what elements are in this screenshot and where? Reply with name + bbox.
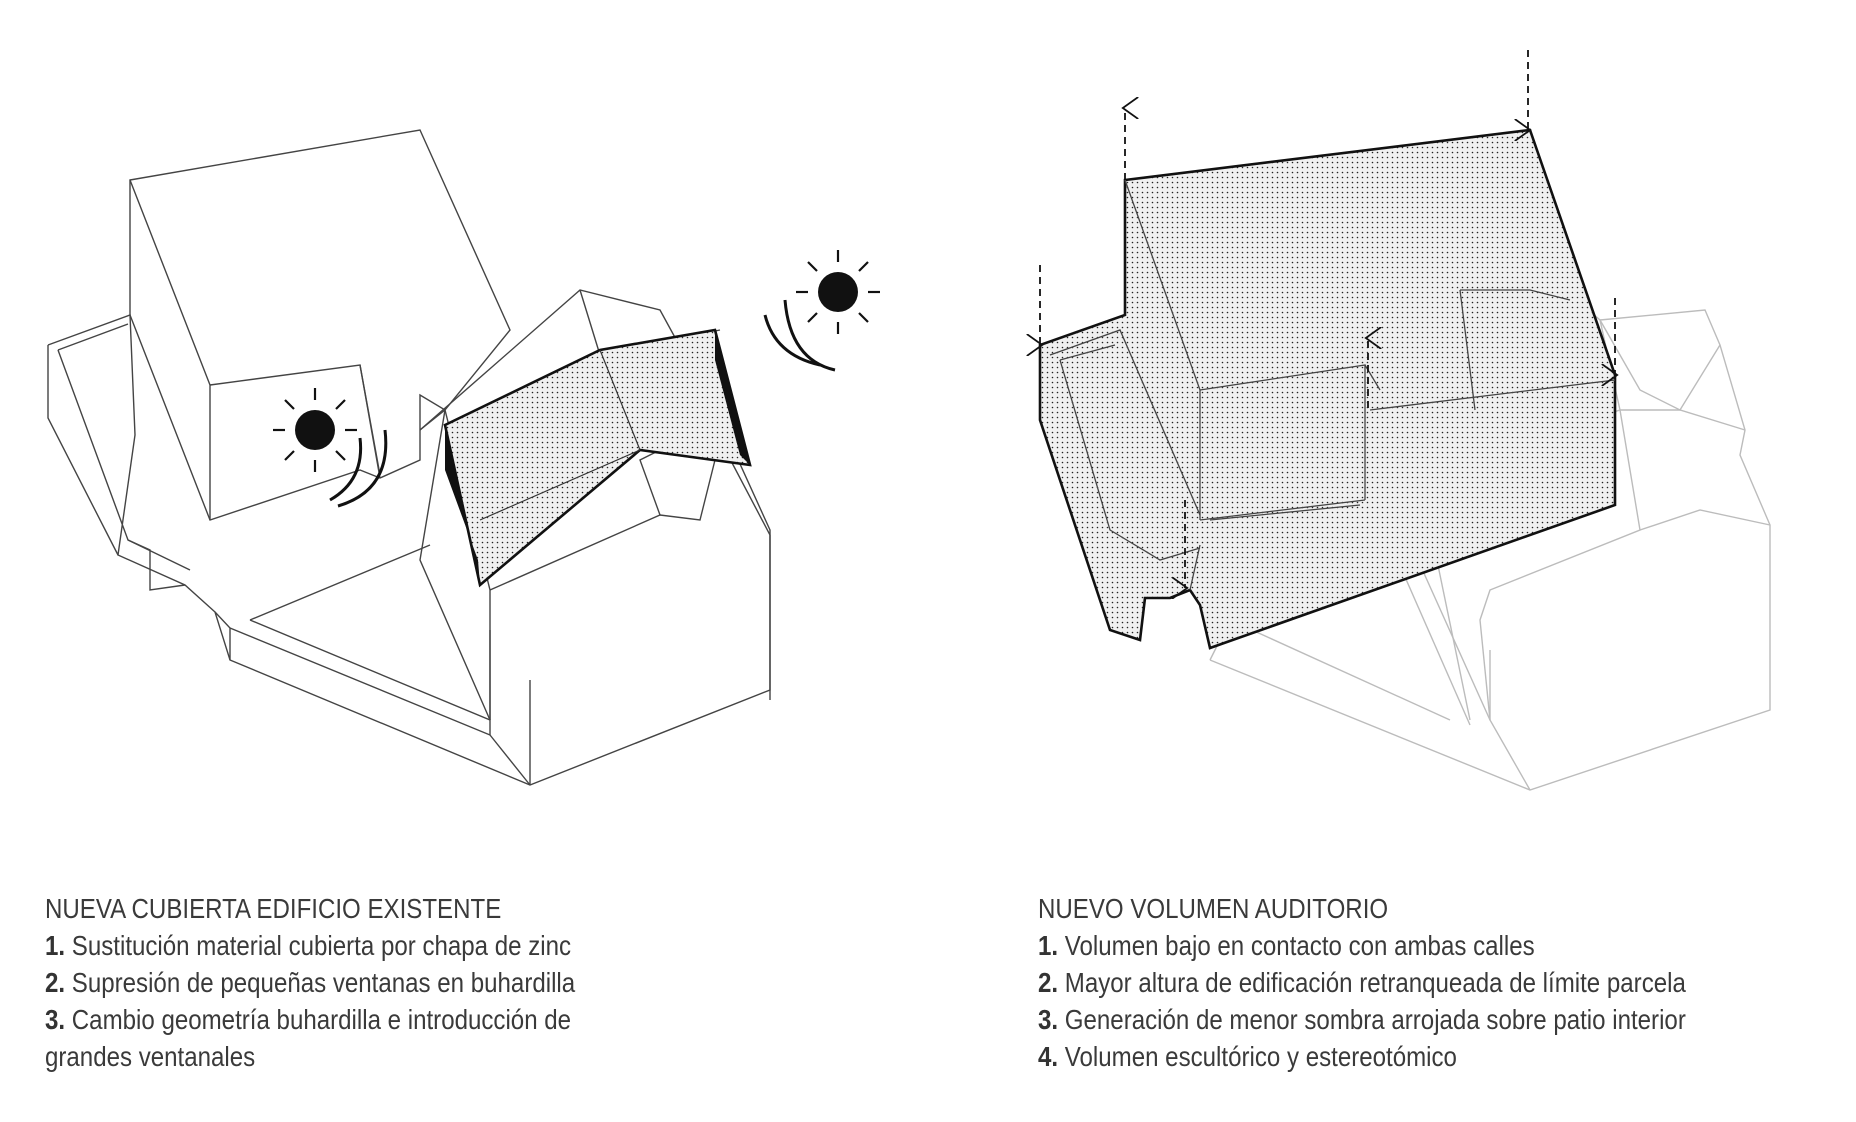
right-caption: NUEVO VOLUMEN AUDITORIO 1. Volumen bajo …	[1038, 890, 1686, 1075]
right-caption-title: NUEVO VOLUMEN AUDITORIO	[1038, 893, 1389, 924]
tall-block	[129, 129, 511, 521]
list-item: 3. Generación de menor sombra arrojada s…	[1038, 1004, 1686, 1035]
existing-building-diagram	[47, 129, 771, 786]
sound-wave-icon	[329, 429, 388, 508]
sound-wave-icon	[763, 299, 836, 372]
height-arrows	[1040, 50, 1615, 588]
list-item: 2. Supresión de pequeñas ventanas en buh…	[45, 967, 576, 998]
left-caption: NUEVA CUBIERTA EDIFICIO EXISTENTE 1. Sus…	[45, 890, 575, 1075]
list-item: 2. Mayor altura de edificación retranque…	[1038, 967, 1686, 998]
list-item: 4. Volumen escultórico y estereotómico	[1038, 1041, 1457, 1072]
list-item-continuation: grandes ventanales	[45, 1041, 256, 1072]
list-item: 1. Volumen bajo en contacto con ambas ca…	[1038, 930, 1535, 961]
sun-icon	[273, 388, 357, 472]
sun-icon	[796, 250, 880, 334]
list-item: 3. Cambio geometría buhardilla e introdu…	[45, 1004, 572, 1035]
list-item: 1. Sustitución material cubierta por cha…	[45, 930, 572, 961]
new-zinc-roof	[443, 328, 752, 588]
left-caption-title: NUEVA CUBIERTA EDIFICIO EXISTENTE	[45, 893, 502, 924]
left-wing-parapet	[47, 345, 119, 556]
diagram-artwork	[47, 50, 1771, 791]
auditorium-volume	[1038, 128, 1617, 650]
